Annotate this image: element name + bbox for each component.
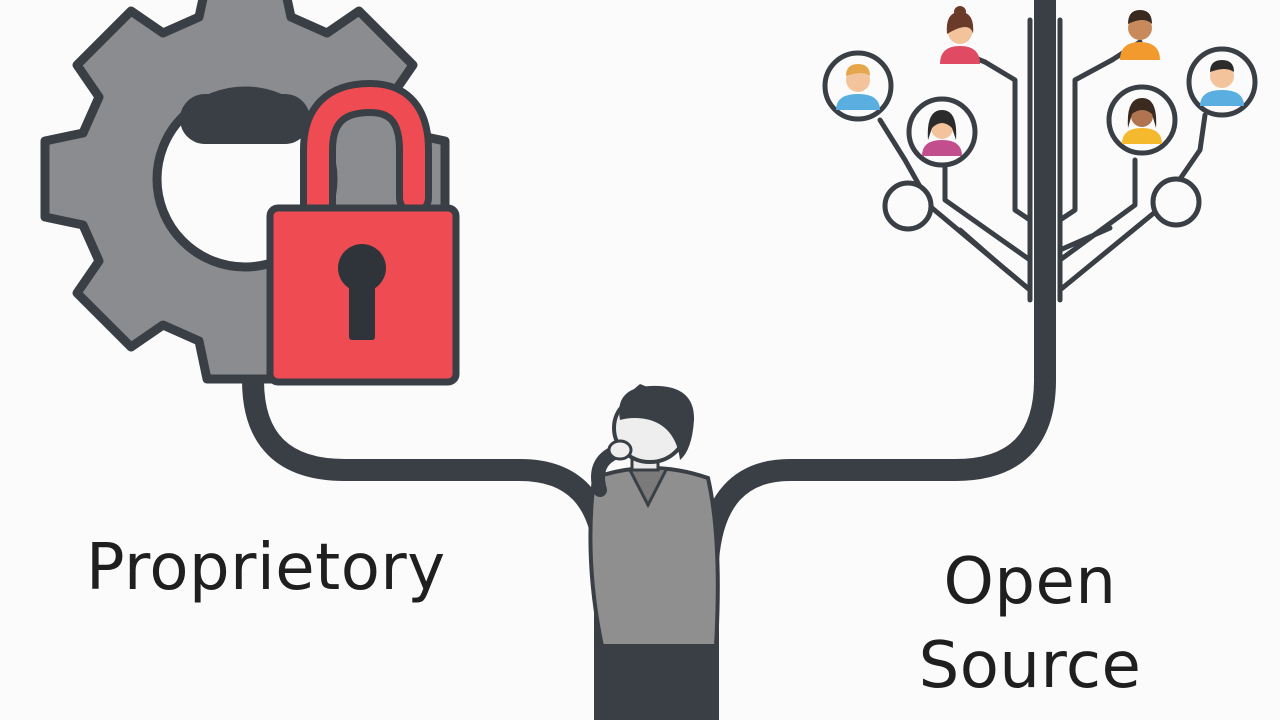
contributor-avatar-icon bbox=[940, 6, 980, 64]
contributor-avatar-icon bbox=[1106, 84, 1178, 156]
contributor-avatar-icon bbox=[906, 96, 978, 168]
network-tree bbox=[877, 17, 1208, 303]
proprietary-label: Proprietory bbox=[86, 531, 446, 605]
thinking-person-icon bbox=[588, 384, 720, 720]
open-source-label-line1: Open bbox=[943, 545, 1117, 619]
open-source-label: Open Source bbox=[900, 540, 1160, 709]
contributor-avatar-icon bbox=[822, 50, 894, 122]
contributor-avatar-icon bbox=[1120, 10, 1160, 60]
network-node-icon bbox=[882, 180, 934, 232]
contributor-avatar-icon bbox=[1186, 46, 1258, 118]
open-padlock-icon bbox=[180, 79, 460, 386]
open-source-label-line2: Source bbox=[918, 629, 1142, 704]
network-node-icon bbox=[1150, 176, 1202, 228]
right-path bbox=[697, 0, 1056, 720]
